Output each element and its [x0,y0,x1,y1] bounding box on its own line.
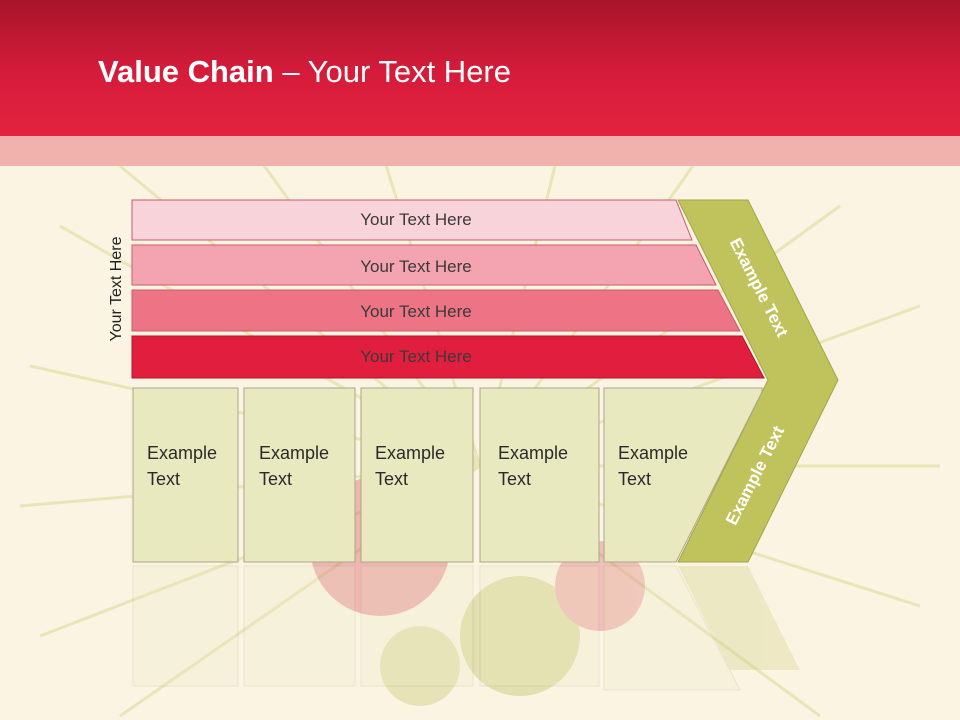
row-bar-4 [131,335,765,379]
box-2-line1: Example [259,443,329,463]
row-bar-2 [131,244,717,286]
boxes-reflection [132,565,800,691]
activity-box-3 [360,387,474,563]
row-bar-3 [131,289,741,332]
activity-box-2 [243,387,356,563]
title-bold: Value Chain [98,54,274,89]
box-2-line2: Text [259,469,292,489]
box-3-line1: Example [375,443,445,463]
box-3-line2: Text [375,469,408,489]
box-1-line2: Text [147,469,180,489]
row-bar-1 [131,199,693,241]
activity-box-5 [603,387,763,563]
title-rest: – Your Text Here [282,54,511,89]
side-label: Your Text Here [108,236,125,341]
slide-title: Value Chain – Your Text Here [98,54,511,90]
activity-box-1 [132,387,239,563]
box-5-line2: Text [618,469,651,489]
activity-box-4 [479,387,600,563]
row-label-4: Your Text Here [360,347,472,366]
box-4-line2: Text [498,469,531,489]
row-label-3: Your Text Here [360,302,472,321]
chevron-arrow [677,199,839,563]
header-bar [0,0,960,136]
row-label-2: Your Text Here [360,257,472,276]
row-label-1: Your Text Here [360,210,472,229]
box-5-line1: Example [618,443,688,463]
header-band [0,136,960,166]
box-4-line1: Example [498,443,568,463]
box-1-line1: Example [147,443,217,463]
